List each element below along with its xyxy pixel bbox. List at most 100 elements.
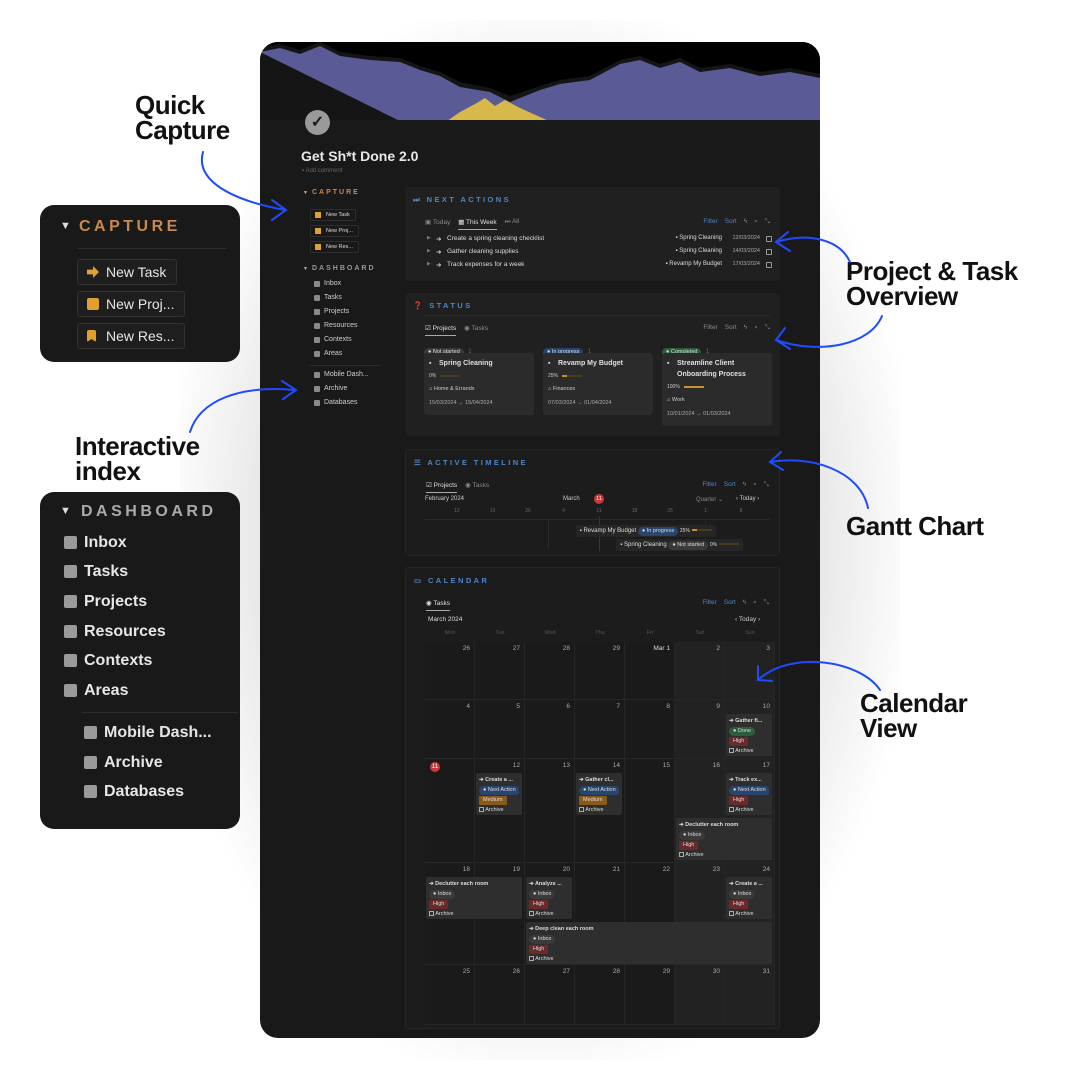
lightning-icon[interactable]: ϟ [743,218,748,225]
new-project-button[interactable]: New Proj... [77,291,186,317]
archive-checkbox[interactable] [679,852,684,858]
calendar-day[interactable]: 2 [675,642,725,700]
dashboard-item-resources[interactable]: Resources [64,623,166,641]
archive-checkbox[interactable] [579,807,584,813]
add-comment-link[interactable]: ▪ Add comment [302,168,343,174]
sidebar-item-projects[interactable]: Projects [314,308,349,315]
calendar-event[interactable]: ➔ Create a ... ● Inbox High Archive [726,877,772,919]
filter-button[interactable]: Filter [703,324,718,331]
calendar-day[interactable]: 11 [425,759,475,863]
dashboard-item-contexts[interactable]: Contexts [64,652,152,670]
calendar-day[interactable]: 26 [425,642,475,700]
calendar-day[interactable]: 13 [525,759,575,863]
expand-icon[interactable]: ⤡ [764,218,770,225]
calendar-day[interactable]: 8 [625,700,675,759]
archive-checkbox[interactable] [729,911,734,917]
calendar-day[interactable]: Mar 1 [625,642,675,700]
calendar-day[interactable]: 25 [425,965,475,1025]
archive-checkbox[interactable] [529,911,534,917]
today-button[interactable]: Today [738,616,757,623]
task-row[interactable]: ▶ ➔ Gather cleaning supplies ▪ Spring Cl… [427,248,772,259]
dashboard-item-2[interactable]: Databases [84,783,184,801]
calendar-event[interactable]: ➔ Create a ... ● Next Action Medium Arch… [476,773,522,815]
collapse-triangle-icon[interactable]: ▼ [303,266,308,272]
search-icon[interactable]: ⌕ [754,324,758,331]
calendar-day[interactable]: 28 [575,965,625,1025]
sidebar-item-resources[interactable]: Resources [314,322,357,329]
calendar-day[interactable]: 5 [475,700,525,759]
project-relation[interactable]: ▪ Revamp My Budget [666,261,723,267]
sort-button[interactable]: Sort [723,599,736,606]
lightning-icon[interactable]: ϟ [742,481,747,488]
done-checkbox[interactable] [766,262,772,268]
calendar-day[interactable]: 27 [525,965,575,1025]
prev-icon[interactable]: ‹ [736,496,740,502]
sidebar-item-tasks[interactable]: Tasks [314,294,342,301]
done-checkbox[interactable] [766,236,772,242]
project-card[interactable]: ▪Streamline Client Onboarding Process 10… [662,353,772,426]
sidebar-item-contexts[interactable]: Contexts [314,336,352,343]
dashboard-item-projects[interactable]: Projects [64,593,147,611]
collapse-triangle-icon[interactable]: ▼ [60,220,71,232]
dashboard-item-areas[interactable]: Areas [64,682,128,700]
calendar-day[interactable]: 15 [625,759,675,863]
next-icon[interactable]: › [756,616,761,623]
calendar-day[interactable]: 3 [725,642,775,700]
tab-projects[interactable]: ☑ Projects [425,324,457,336]
calendar-day[interactable]: 31 [725,965,775,1025]
archive-checkbox[interactable] [479,807,484,813]
calendar-day[interactable]: 6 [525,700,575,759]
dashboard-item-tasks[interactable]: Tasks [64,563,128,581]
project-relation[interactable]: ▪ Spring Cleaning [676,235,723,241]
expand-icon[interactable]: ⤡ [763,599,769,606]
prev-icon[interactable]: ‹ [735,616,739,623]
expand-triangle-icon[interactable]: ▶ [427,261,431,267]
calendar-event[interactable]: ➔ Declutter each room ● Inbox High Archi… [426,877,522,919]
calendar-event[interactable]: ➔ Analyze ... ● Inbox High Archive [526,877,572,919]
collapse-triangle-icon[interactable]: ▼ [303,190,308,196]
sort-button[interactable]: Sort [723,481,736,488]
calendar-day[interactable]: 9 [675,700,725,759]
search-icon[interactable]: ⌕ [753,599,757,606]
search-icon[interactable]: ⌕ [753,481,757,488]
filter-button[interactable]: Filter [702,599,717,606]
sidebar-item-0[interactable]: Mobile Dash... [314,371,369,378]
calendar-day[interactable]: 26 [475,965,525,1025]
collapse-triangle-icon[interactable]: ▼ [60,505,71,517]
archive-checkbox[interactable] [729,807,734,813]
task-title[interactable]: Track expenses for a week [447,261,525,268]
calendar-day[interactable]: 30 [675,965,725,1025]
calendar-day[interactable]: 4 [425,700,475,759]
capture-button-0[interactable]: New Task [310,209,356,221]
calendar-day[interactable]: 29 [625,965,675,1025]
task-row[interactable]: ▶ ➔ Create a spring cleaning checklist ▪… [427,235,772,246]
done-checkbox[interactable] [766,249,772,255]
calendar-day[interactable]: 28 [525,642,575,700]
calendar-event[interactable]: ➔ Deep clean each room ● Inbox High Arch… [526,922,772,964]
tab-tasks[interactable]: ◉ Tasks [464,324,488,336]
dashboard-item-0[interactable]: Mobile Dash... [84,724,212,742]
calendar-event[interactable]: ➔ Gather fi... ● Done High Archive [726,714,772,756]
task-row[interactable]: ▶ ➔ Track expenses for a week ▪ Revamp M… [427,261,772,272]
project-relation[interactable]: ▪ Spring Cleaning [676,248,723,254]
archive-checkbox[interactable] [729,748,734,754]
task-title[interactable]: Gather cleaning supplies [447,248,519,255]
sidebar-item-areas[interactable]: Areas [314,350,342,357]
expand-icon[interactable]: ⤡ [764,324,770,331]
calendar-event[interactable]: ➔ Declutter each room ● Inbox High Archi… [676,818,772,860]
capture-button-1[interactable]: New Proj... [310,225,359,237]
calendar-day[interactable]: 27 [475,642,525,700]
tab-projects[interactable]: ☑ Projects [426,481,458,493]
calendar-event[interactable]: ➔ Track ex... ● Next Action High Archive [726,773,772,815]
tab-tasks[interactable]: ◉ Tasks [465,481,489,493]
expand-triangle-icon[interactable]: ▶ [427,235,431,241]
dashboard-item-1[interactable]: Archive [84,754,163,772]
project-card[interactable]: ▪Spring Cleaning 0% ⌂ Home & Errands 15/… [424,353,534,415]
tab-this-week[interactable]: ▦ This Week [458,218,497,230]
calendar-day[interactable]: 29 [575,642,625,700]
sidebar-item-1[interactable]: Archive [314,385,347,392]
capture-button-2[interactable]: New Res... [310,241,359,253]
timeline-bar[interactable]: ▪ Spring Cleaning ● Not started 0% [616,539,743,551]
sidebar-item-2[interactable]: Databases [314,399,357,406]
expand-triangle-icon[interactable]: ▶ [427,248,431,254]
